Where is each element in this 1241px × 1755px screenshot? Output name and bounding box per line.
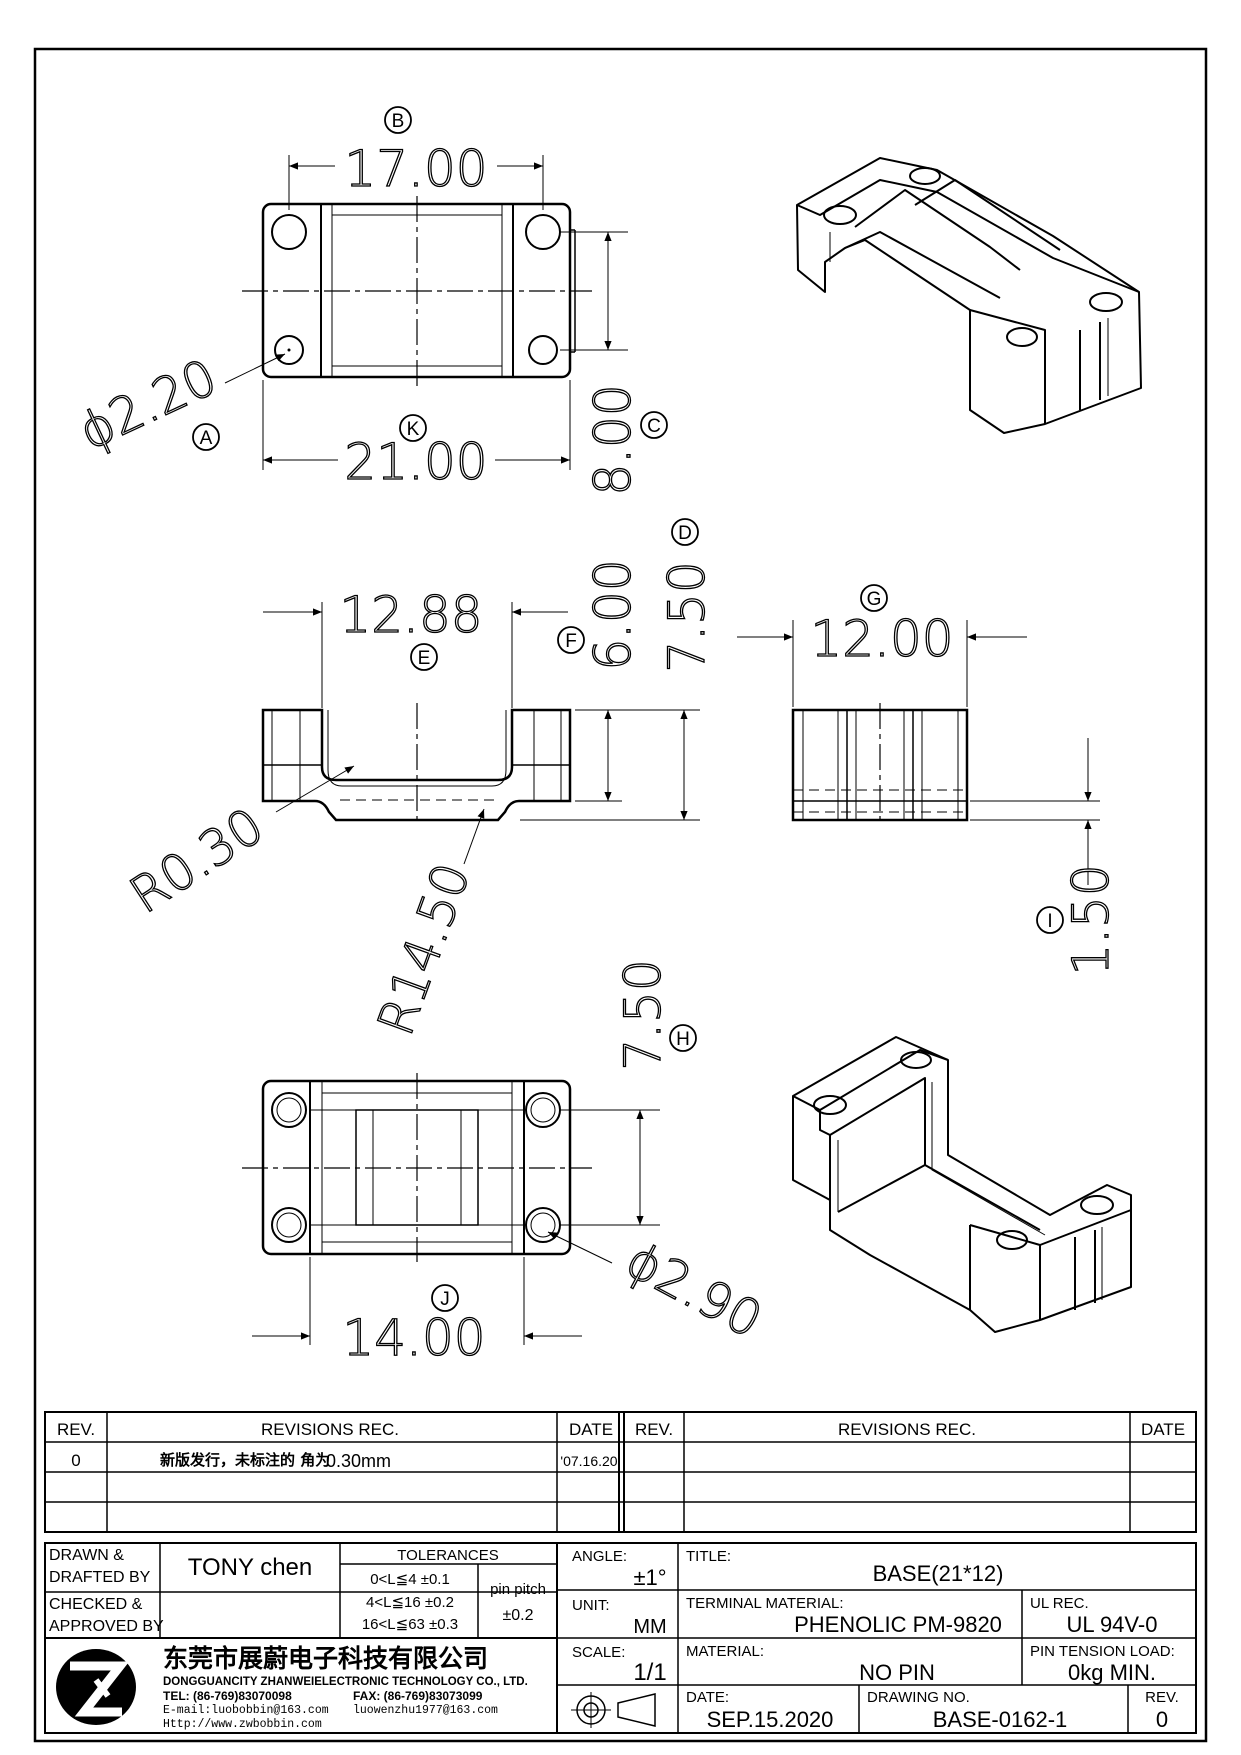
front-view: [261, 703, 572, 825]
dim-r1450: R14.50: [366, 856, 481, 1043]
drawing-no-value: BASE-0162-1: [933, 1707, 1068, 1732]
dim-f-6: 6.00: [584, 559, 642, 670]
pin-pitch-value: ±0.2: [502, 1607, 533, 1624]
drawn-label: DRAWN &: [49, 1547, 124, 1564]
date-header-left: DATE: [569, 1420, 613, 1439]
angle-value: ±1°: [633, 1565, 666, 1590]
drawing-no-label: DRAWING NO.: [867, 1689, 970, 1706]
checked-label: CHECKED &: [49, 1596, 143, 1613]
balloon-h: H: [676, 1029, 690, 1050]
dim-e-1288: 12.88: [339, 586, 482, 644]
dim-g-12: 12.00: [810, 610, 953, 668]
company-logo: [56, 1649, 136, 1725]
revision-row-rev: 0: [71, 1451, 80, 1470]
revision-row-value: 0.30mm: [326, 1451, 391, 1471]
title-label: TITLE:: [686, 1548, 731, 1565]
date-value: SEP.15.2020: [707, 1707, 834, 1732]
unit-value: MM: [633, 1616, 666, 1638]
balloon-d: D: [678, 523, 692, 544]
company-web: Http://www.zwbobbin.com: [163, 1718, 322, 1731]
balloon-k: K: [407, 419, 420, 440]
dim-h-75: 7.50: [614, 959, 672, 1070]
pin-tension-label: PIN TENSION LOAD:: [1030, 1643, 1175, 1660]
scale-value: 1/1: [633, 1659, 666, 1686]
pin-pitch-label: pin pitch: [490, 1581, 546, 1598]
dim-i-150: 1.50: [1062, 864, 1120, 975]
side-view: [791, 703, 969, 825]
balloon-j: J: [440, 1289, 450, 1310]
rev-header-right: REV.: [635, 1420, 673, 1439]
terminal-material-label: TERMINAL MATERIAL:: [686, 1595, 844, 1612]
dim-b-17: 17.00: [344, 140, 487, 198]
dim-c-8: 8.00: [584, 384, 642, 495]
material-label: MATERIAL:: [686, 1643, 764, 1660]
unit-label: UNIT:: [572, 1597, 610, 1614]
dim-k-21: 21.00: [344, 433, 487, 491]
dim-d-75: 7.50: [658, 561, 716, 672]
balloon-i: I: [1047, 911, 1052, 932]
revision-row-date: '07.16.20: [560, 1453, 617, 1469]
balloon-e: E: [418, 648, 431, 669]
rev-header-left: REV.: [57, 1420, 95, 1439]
company-fax: FAX: (86-769)83073099: [353, 1689, 483, 1703]
dim-dia290: ϕ2.90: [617, 1231, 772, 1350]
isometric-view-top: [796, 157, 1142, 434]
ul-rec-value: UL 94V-0: [1067, 1612, 1158, 1637]
bottom-view: [242, 1073, 592, 1262]
revision-row-desc: 新版发行，未标注的 角为: [160, 1451, 330, 1469]
company-name-cn: 东莞市展蔚电子科技有限公司: [163, 1644, 488, 1673]
balloon-f: F: [565, 631, 577, 652]
rec-header-left: REVISIONS REC.: [261, 1420, 399, 1439]
sheet-border: [33, 47, 1208, 1743]
balloon-c: C: [647, 416, 661, 437]
isometric-view-bottom: [792, 1036, 1132, 1333]
ul-rec-label: UL REC.: [1030, 1595, 1089, 1612]
material-value: NO PIN: [859, 1660, 935, 1685]
balloon-a: A: [200, 428, 213, 449]
tolerance-row-3: 16<L≦63 ±0.3: [362, 1616, 458, 1633]
title-rev-label: REV.: [1145, 1689, 1179, 1706]
company-tel: TEL: (86-769)83070098: [163, 1689, 292, 1703]
revisions-table: [44, 1411, 1197, 1533]
company-email-1: E-mail:luobobbin@163.com: [163, 1704, 329, 1717]
top-view: [242, 196, 592, 386]
pin-tension-value: 0kg MIN.: [1068, 1660, 1156, 1685]
title-value: BASE(21*12): [873, 1561, 1004, 1586]
dim-r030: R0.30: [120, 797, 274, 925]
drafted-label: DRAFTED BY: [49, 1569, 151, 1586]
terminal-material-value: PHENOLIC PM-9820: [794, 1612, 1002, 1637]
tolerance-row-2: 4<L≦16 ±0.2: [366, 1594, 454, 1611]
rec-header-right: REVISIONS REC.: [838, 1420, 976, 1439]
drawn-by-value: TONY chen: [188, 1554, 313, 1581]
date-header-right: DATE: [1141, 1420, 1185, 1439]
title-block: [44, 1542, 1197, 1734]
date-label: DATE:: [686, 1689, 729, 1706]
tolerance-row-1: 0<L≦4 ±0.1: [370, 1571, 450, 1588]
company-name-en: DONGGUANCITY ZHANWEIELECTRONIC TECHNOLOG…: [163, 1676, 528, 1688]
approved-label: APPROVED BY: [49, 1618, 164, 1635]
title-rev-value: 0: [1156, 1707, 1168, 1732]
scale-label: SCALE:: [572, 1644, 625, 1661]
dim-j-14: 14.00: [342, 1309, 485, 1367]
projection-symbol-icon: [571, 1692, 656, 1728]
angle-label: ANGLE:: [572, 1548, 627, 1565]
tolerances-label: TOLERANCES: [397, 1547, 498, 1564]
company-email-2: luowenzhu1977@163.com: [353, 1704, 498, 1717]
balloon-b: B: [392, 111, 405, 132]
balloon-g: G: [867, 589, 882, 610]
